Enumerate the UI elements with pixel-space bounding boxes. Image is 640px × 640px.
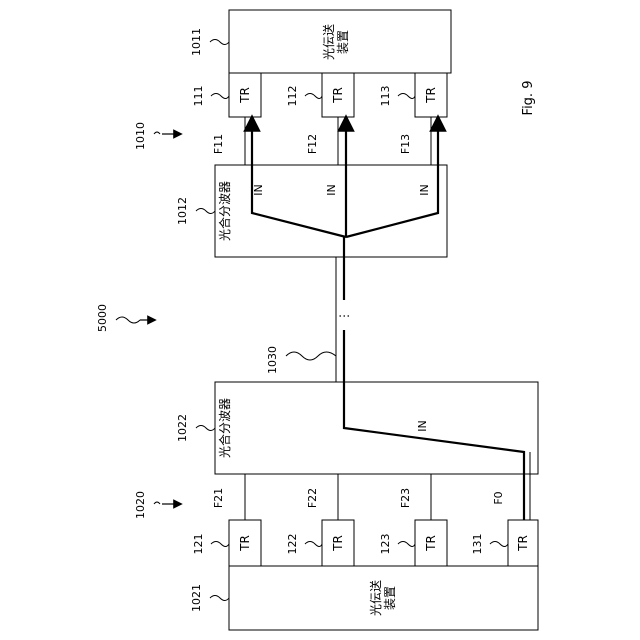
- svg-text:1022: 1022: [176, 414, 189, 442]
- fiber-f22-label: F22: [306, 488, 319, 508]
- svg-text:F12: F12: [306, 134, 319, 154]
- node-1020: 光合分波器 1022 IN 1020 F21 F22 F23 F0 TR: [134, 382, 538, 630]
- svg-text:TR: TR: [331, 87, 345, 104]
- svg-text:F23: F23: [399, 488, 412, 508]
- svg-text:F13: F13: [399, 134, 412, 154]
- ref-1011: 1011: [190, 28, 229, 56]
- svg-text:IN: IN: [416, 420, 429, 431]
- fiber-f11-label: F11: [212, 134, 225, 154]
- svg-text:F11: F11: [212, 134, 225, 154]
- svg-text:1021: 1021: [190, 584, 203, 612]
- svg-text:光合分波器: 光合分波器: [217, 398, 232, 458]
- svg-text:IN: IN: [325, 184, 338, 195]
- svg-text:113: 113: [379, 86, 392, 107]
- svg-text:F21: F21: [212, 488, 225, 508]
- svg-text:光合分波器: 光合分波器: [217, 181, 232, 241]
- fiber-f23-label: F23: [399, 488, 412, 508]
- transceiver-131: TR 131: [471, 520, 538, 566]
- in-label-f12: IN: [325, 184, 338, 195]
- fiber-f21-label: F21: [212, 488, 225, 508]
- svg-text:1010: 1010: [134, 122, 147, 150]
- svg-text:1012: 1012: [176, 197, 189, 225]
- in-label-f13: IN: [418, 184, 431, 195]
- fiber-f0-label: F0: [492, 491, 505, 504]
- transceiver-123: TR 123: [379, 520, 447, 566]
- svg-text:TR: TR: [331, 535, 345, 552]
- svg-text:131: 131: [471, 534, 484, 555]
- svg-text:TR: TR: [516, 535, 530, 552]
- optical-coupler-1022: [215, 382, 538, 474]
- svg-text:TR: TR: [238, 87, 252, 104]
- in-label-f11: IN: [252, 184, 265, 195]
- svg-text:TR: TR: [424, 535, 438, 552]
- ref-1012: 1012: [176, 197, 215, 225]
- transceiver-121: TR 121: [192, 520, 261, 566]
- svg-text:⋮: ⋮: [337, 310, 351, 322]
- transceiver-113: TR 113: [379, 73, 447, 117]
- fiber-f13-label: F13: [399, 134, 412, 154]
- svg-text:装置: 装置: [336, 30, 350, 54]
- svg-text:112: 112: [286, 86, 299, 107]
- optical-coupler-1012: [215, 165, 447, 257]
- svg-text:1030: 1030: [266, 346, 279, 374]
- transceiver-122: TR 122: [286, 520, 354, 566]
- svg-text:1011: 1011: [190, 28, 203, 56]
- coupler-1012-text: 光合分波器: [217, 181, 232, 241]
- svg-text:装置: 装置: [383, 586, 397, 610]
- svg-text:1020: 1020: [134, 491, 147, 519]
- node-1010: 1010 光伝送 装置 1011 TR 111 TR 112 TR: [134, 10, 451, 257]
- svg-text:光伝送: 光伝送: [321, 24, 336, 60]
- svg-text:IN: IN: [252, 184, 265, 195]
- in-label-1022: IN: [416, 420, 429, 431]
- trunk-fiber-1030: ⋮ 1030: [266, 257, 351, 382]
- svg-text:Fig. 9: Fig. 9: [521, 81, 536, 116]
- figure-label: Fig. 9: [521, 81, 536, 116]
- transceiver-112: TR 112: [286, 73, 354, 117]
- svg-text:122: 122: [286, 534, 299, 555]
- fiber-f12-label: F12: [306, 134, 319, 154]
- svg-text:IN: IN: [418, 184, 431, 195]
- svg-text:123: 123: [379, 534, 392, 555]
- svg-text:F0: F0: [492, 491, 505, 504]
- svg-text:111: 111: [192, 86, 205, 107]
- svg-text:F22: F22: [306, 488, 319, 508]
- svg-text:光伝送: 光伝送: [368, 580, 383, 616]
- svg-text:5000: 5000: [96, 304, 109, 332]
- svg-text:TR: TR: [238, 535, 252, 552]
- svg-text:TR: TR: [424, 87, 438, 104]
- system-ref-5000: 5000: [96, 304, 152, 332]
- ref-1021: 1021: [190, 584, 229, 612]
- coupler-1022-text: 光合分波器: [217, 398, 232, 458]
- svg-text:121: 121: [192, 534, 205, 555]
- ref-1022: 1022: [176, 414, 215, 442]
- transceiver-111: TR 111: [192, 73, 261, 117]
